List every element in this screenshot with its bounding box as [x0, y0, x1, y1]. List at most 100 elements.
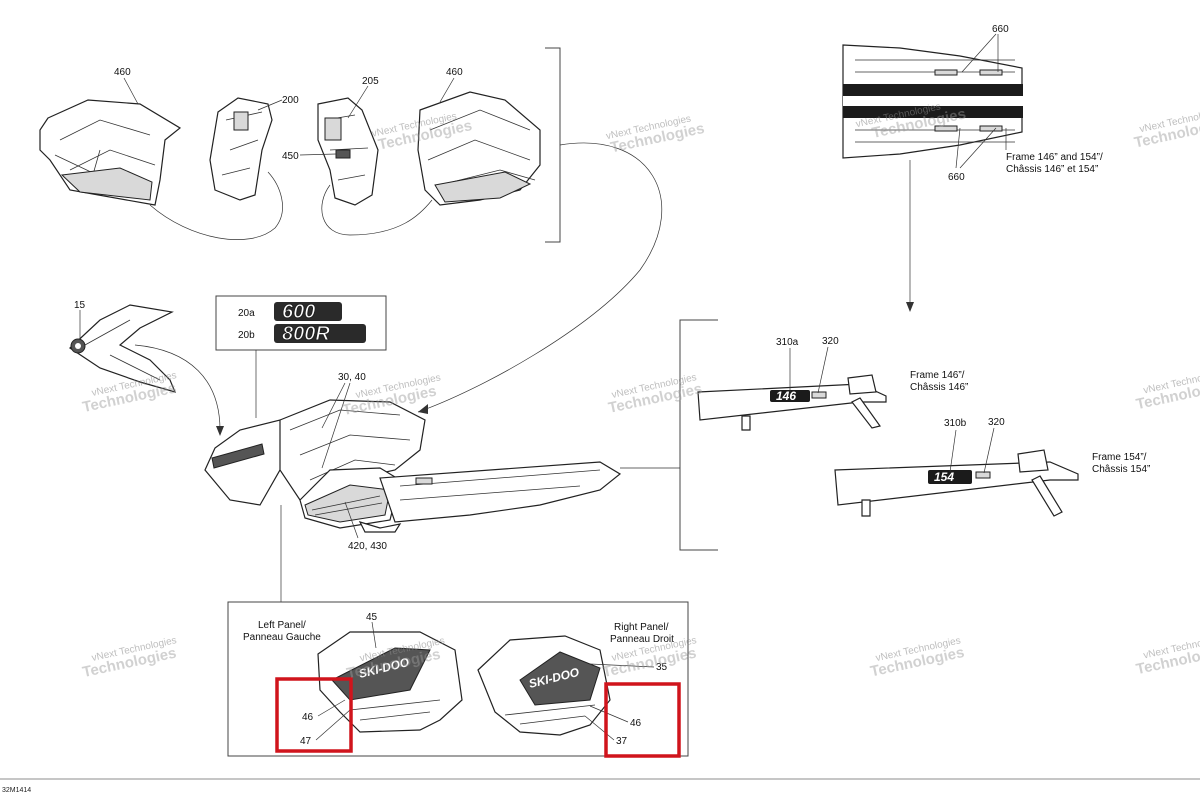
callout-46-right: 46 [630, 718, 642, 729]
leader-30-40-b [321, 382, 351, 469]
frame-146-mount [741, 415, 751, 431]
frame-top-slot-1 [934, 69, 958, 76]
frame-top-slot-3 [934, 125, 958, 132]
leader-47 [315, 709, 351, 741]
body-tunnel-lines [399, 469, 601, 501]
left-panel-lines [349, 699, 441, 721]
callout-310a: 310a [776, 337, 799, 348]
frame-top-slot-4 [979, 125, 1003, 132]
leader-660-bottom-a [955, 127, 961, 169]
highlight-left [275, 677, 353, 753]
arrowhead-frame-down [906, 302, 914, 312]
logo-box-frame [215, 295, 387, 351]
frame-146: 146 [697, 374, 887, 431]
frame-154-decal-plate [928, 470, 972, 484]
callout-37: 37 [616, 736, 628, 747]
leader-205 [347, 85, 369, 119]
callout-46-left: 46 [302, 712, 314, 723]
watermark-2: vNext Technologies Technologies [605, 113, 706, 156]
leader-320-b [983, 427, 995, 474]
leader-46-left [317, 699, 346, 717]
connector-hood [134, 344, 221, 431]
callout-200: 200 [282, 95, 299, 106]
body-tunnel-badge [415, 477, 433, 485]
panels-box [227, 601, 689, 757]
callout-450: 450 [282, 151, 299, 162]
watermark-8: vNext Technologies Technologies [1135, 368, 1200, 414]
watermark-4: vNext Technologies Technologies [1133, 106, 1200, 151]
body-hood-main [279, 399, 426, 501]
side-panel-left-fill [60, 167, 153, 201]
right-panel-graphic [519, 651, 601, 706]
body-headlight [211, 443, 265, 469]
callout-20a: 20a [238, 308, 255, 319]
connector-curve-right [321, 184, 433, 236]
watermark-7: vNext Technologies Technologies [607, 372, 704, 417]
arrowhead-hood [216, 426, 224, 436]
callout-205: 205 [362, 76, 379, 87]
side-panels-bracket [545, 47, 561, 243]
leader-46-right [589, 705, 629, 723]
logo-decal-box: 20a 20b 600 800R [215, 295, 387, 418]
leader-37 [584, 715, 615, 741]
caption-frame-both-2: Châssis 146” et 154” [1006, 164, 1098, 175]
callout-30-40: 30, 40 [338, 372, 366, 383]
callout-47: 47 [300, 736, 312, 747]
frame-146-decal-small [811, 391, 827, 399]
caption-frame154-2: Châssis 154” [1092, 464, 1150, 475]
logo-600-plate [274, 302, 342, 321]
callout-420-430: 420, 430 [348, 541, 387, 552]
right-panel-lines [504, 704, 596, 725]
leader-310b [949, 429, 957, 473]
caption-right-panel-2: Panneau Droit [610, 634, 674, 645]
frame-top-slot-2 [979, 69, 1003, 76]
callout-660-top: 660 [992, 24, 1009, 35]
callout-320-b: 320 [988, 417, 1005, 428]
logo-600: 600 [282, 301, 315, 323]
leader-45 [371, 621, 377, 649]
caption-frame146-1: Frame 146”/ [910, 370, 965, 381]
left-panel-graphic [331, 647, 431, 701]
leader-660-top-a [961, 33, 997, 73]
callout-460-left: 460 [114, 67, 131, 78]
body-side-hatch [311, 495, 383, 516]
caption-frame154-1: Frame 154”/ [1092, 452, 1147, 463]
side-panel-right-fill [434, 171, 532, 203]
side-part-205-vent [324, 117, 342, 141]
leader-35 [589, 663, 655, 668]
body-ski-plate [358, 521, 402, 533]
leader-200 [257, 99, 283, 111]
frame-154-strut [1031, 475, 1063, 517]
frame-146-bracket [847, 374, 877, 395]
left-panel: SKI-DOO [317, 631, 463, 733]
frame-variants-bracket [679, 319, 718, 551]
arrowhead-chassis [418, 404, 428, 414]
caption-frame146-2: Châssis 146” [910, 382, 968, 393]
snowmobile-body [204, 399, 622, 533]
watermark-12: vNext Technologies Technologies [869, 635, 966, 680]
caption-left-panel-1: Left Panel/ [258, 620, 306, 631]
callout-35: 35 [656, 662, 668, 673]
leader-450 [299, 153, 337, 156]
caption-right-panel-1: Right Panel/ [614, 622, 669, 633]
frame-154-decal-glyph: 154 [934, 470, 954, 484]
callout-320-a: 320 [822, 336, 839, 347]
callout-45: 45 [366, 612, 378, 623]
watermark-13: vNext Technologies Technologies [1135, 633, 1200, 679]
highlight-right [604, 682, 681, 758]
side-panel-left-detail [54, 119, 156, 201]
right-panel: SKI-DOO [477, 635, 611, 736]
body-hood-lines [289, 409, 411, 481]
callout-15: 15 [74, 300, 86, 311]
connector-curve-left [149, 171, 283, 240]
hood-piece [69, 304, 177, 393]
caption-frame-both-1: Frame 146” and 154”/ [1006, 152, 1103, 163]
hood-detail [84, 319, 161, 381]
frame-top-view [842, 33, 1023, 312]
frame-146-decal-glyph: 146 [776, 389, 796, 403]
callout-460-right: 460 [446, 67, 463, 78]
side-panels-group [39, 47, 663, 414]
leader-30-40 [321, 382, 346, 429]
caption-left-panel-2: Panneau Gauche [243, 632, 321, 643]
